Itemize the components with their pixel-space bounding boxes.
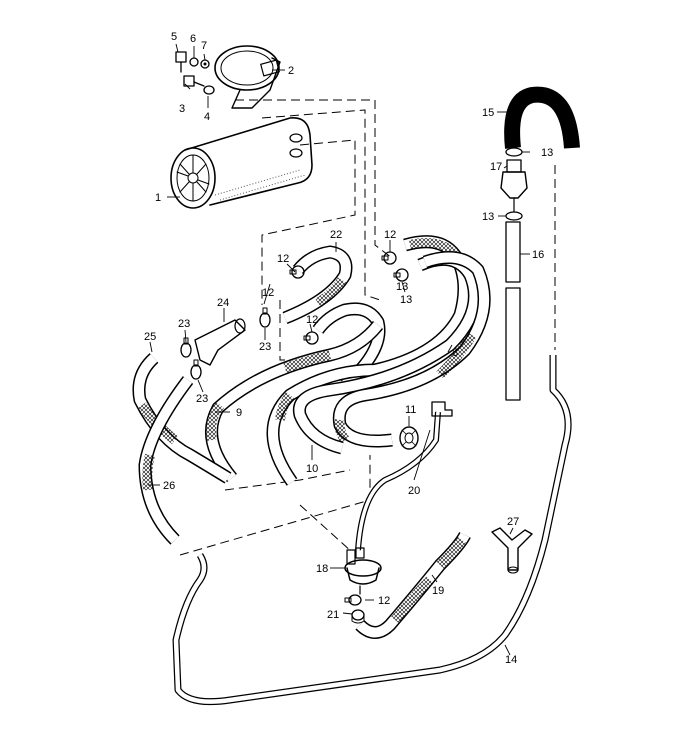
callout-21: 21 — [327, 609, 339, 621]
fitting-21 — [351, 609, 365, 624]
pipe-20 — [355, 401, 453, 551]
callout-9: 9 — [236, 407, 242, 419]
hose-clamps — [180, 251, 409, 606]
callout-25: 25 — [144, 331, 156, 343]
callout-2: 2 — [288, 65, 294, 77]
callout-13-b: 13 — [400, 294, 412, 306]
y-connector-24 — [194, 318, 246, 366]
hose-12-middle — [312, 302, 386, 390]
check-valve-17 — [500, 147, 528, 221]
hose-22 — [282, 245, 353, 325]
leader-lines — [148, 43, 530, 656]
callout-11: 11 — [405, 404, 416, 416]
callout-27: 27 — [507, 516, 519, 528]
callout-23-c: 23 — [196, 393, 208, 405]
callout-15: 15 — [482, 107, 494, 119]
callout-6: 6 — [190, 33, 196, 45]
callout-16: 16 — [532, 249, 544, 261]
callout-12-b: 12 — [384, 229, 396, 241]
bolts-and-washers — [175, 51, 215, 95]
hose-8 — [292, 252, 481, 455]
valve-18 — [344, 547, 382, 595]
callout-labels: 1 2 3 4 5 6 7 8 9 10 11 12 12 12 12 12 1… — [144, 31, 553, 666]
callout-12-d: 12 — [262, 287, 274, 299]
callout-17: 17 — [490, 161, 502, 173]
callout-13-d: 13 — [396, 281, 408, 293]
callout-22: 22 — [330, 229, 342, 241]
hose-8-outer — [332, 251, 491, 448]
hose-16 — [505, 221, 521, 401]
callout-26: 26 — [163, 480, 175, 492]
hose-25-26 — [132, 353, 232, 545]
hose-15 — [504, 86, 580, 149]
callout-10: 10 — [306, 463, 318, 475]
mounting-bracket — [214, 45, 281, 109]
callout-19: 19 — [432, 585, 444, 597]
callout-8: 8 — [452, 347, 458, 359]
callout-7: 7 — [201, 40, 207, 52]
callout-12-c: 12 — [306, 314, 318, 326]
callout-12-e: 12 — [378, 595, 390, 607]
pipe-14 — [172, 355, 572, 706]
y-connector-27 — [491, 527, 533, 574]
callout-20: 20 — [408, 485, 420, 497]
callout-12-a: 12 — [277, 253, 289, 265]
callout-14: 14 — [505, 654, 517, 666]
hose-9 — [205, 320, 384, 483]
callout-23-a: 23 — [178, 318, 190, 330]
callout-5: 5 — [171, 31, 177, 43]
callout-1: 1 — [155, 192, 161, 204]
grommet-11 — [399, 426, 419, 450]
hose-19 — [355, 531, 471, 639]
callout-13-c: 13 — [482, 211, 494, 223]
callout-13-a: 13 — [541, 147, 553, 159]
callout-4: 4 — [204, 111, 210, 123]
charcoal-canister — [170, 117, 313, 209]
callout-23-b: 23 — [259, 341, 271, 353]
callout-24: 24 — [217, 297, 229, 309]
callout-3: 3 — [179, 103, 185, 115]
callout-18: 18 — [316, 563, 328, 575]
